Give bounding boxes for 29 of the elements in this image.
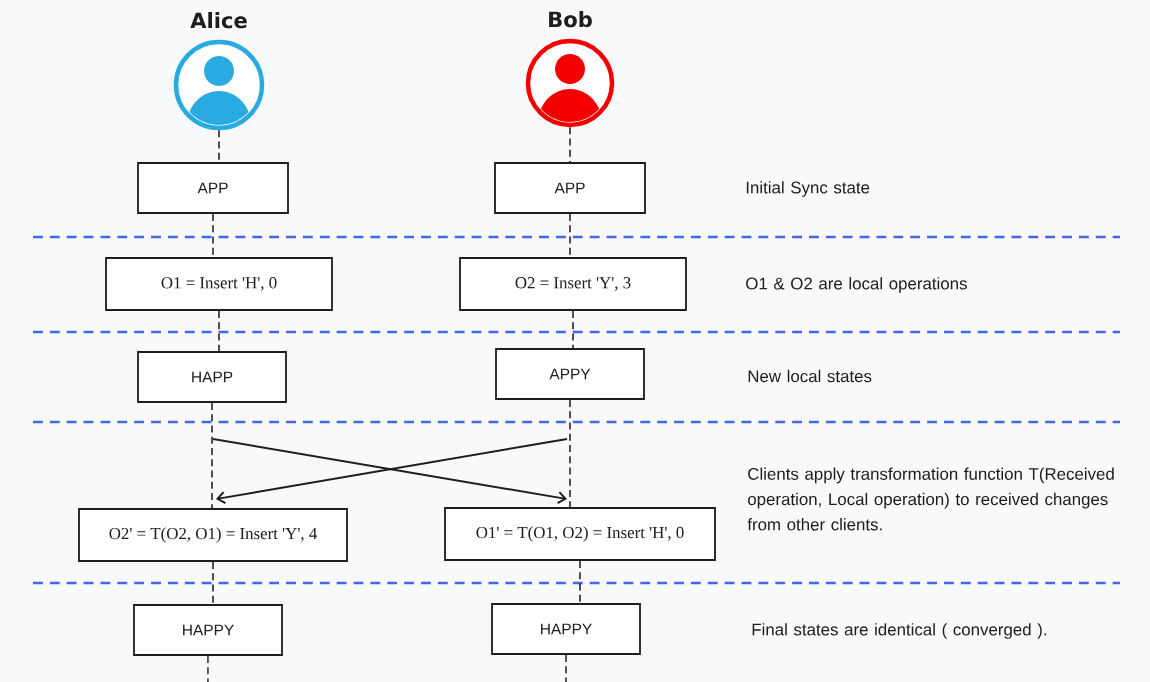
person-name: Alice xyxy=(190,12,247,29)
state-box: HAPPY xyxy=(491,603,641,655)
step-note: Final states are identical ( converged ). xyxy=(752,623,1046,639)
lifeline xyxy=(565,654,567,682)
operation-box: O2 = Insert 'Y', 3 xyxy=(459,257,687,311)
person-name: Bob xyxy=(549,11,592,28)
step-note: O1 & O2 are local operations xyxy=(746,277,967,293)
state-box: APP xyxy=(494,162,646,214)
state-box: APPY xyxy=(495,348,645,400)
lifeline xyxy=(212,561,214,605)
lifeline xyxy=(569,126,571,163)
state-box: APP xyxy=(137,162,289,214)
state-box: HAPP xyxy=(137,351,287,403)
lifeline xyxy=(218,129,220,163)
step-note: Initial Sync state xyxy=(746,181,870,197)
step-note: New local states xyxy=(748,369,872,383)
lifeline xyxy=(569,213,571,258)
lifeline xyxy=(569,399,571,508)
lifeline xyxy=(572,310,574,349)
lifeline xyxy=(218,310,220,352)
operation-box: O1 = Insert 'H', 0 xyxy=(105,257,333,311)
lifeline xyxy=(207,655,209,682)
lifeline xyxy=(212,213,214,258)
operation-box: O1' = T(O1, O2) = Insert 'H', 0 xyxy=(444,507,716,561)
operation-box: O2' = T(O2, O1) = Insert 'Y', 4 xyxy=(78,508,348,562)
lifeline xyxy=(211,402,213,509)
lifeline xyxy=(579,560,581,604)
step-note: Clients apply transformation function T(Received operation, Local operation) to received changes from other clients. xyxy=(747,467,1114,531)
state-box: HAPPY xyxy=(133,604,283,656)
